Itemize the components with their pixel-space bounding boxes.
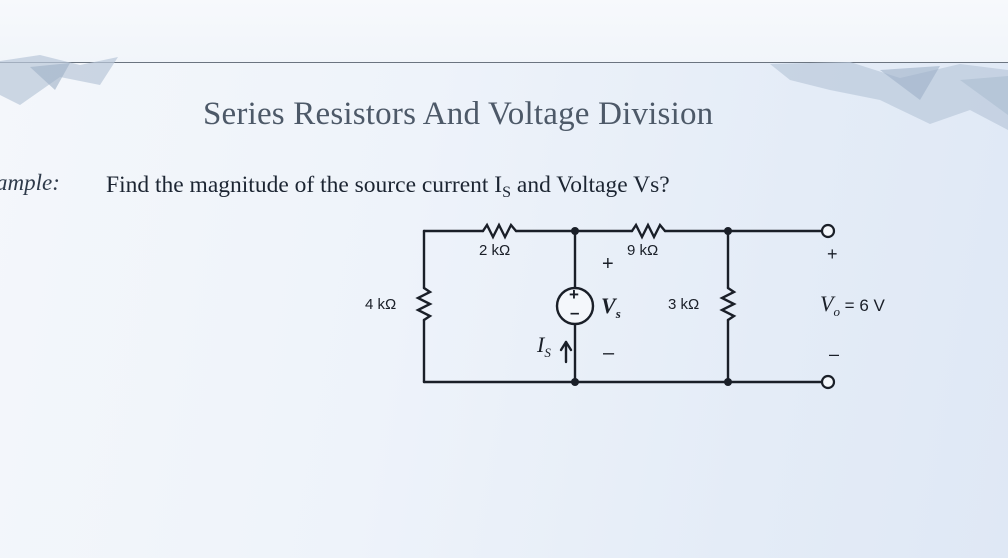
voltage-source-circle (555, 286, 595, 326)
page-title: Series Resistors And Voltage Division (203, 96, 714, 132)
label-4k: 4 kΩ (365, 296, 397, 313)
vo-value: = 6 V (839, 296, 885, 315)
example-label: ample: (0, 170, 60, 195)
is-label: IS (537, 332, 551, 361)
current-arrow-head-left (559, 340, 568, 352)
vo-symbol: V (820, 291, 834, 316)
label-3k: 3 kΩ (668, 296, 700, 313)
junction-dot-top-3k (724, 227, 732, 235)
top-band (0, 0, 1008, 62)
label-9k: 9 kΩ (627, 242, 659, 259)
vo-subscript: o (833, 304, 840, 319)
vs-label: Vs (601, 293, 621, 322)
source-plus-sign: + (569, 285, 579, 304)
source-minus-sign: – (570, 303, 580, 322)
vs-symbol: V (601, 293, 616, 318)
is-subscript: S (544, 345, 551, 360)
resistor-3k (719, 286, 737, 322)
current-arrow-head-right (564, 340, 573, 352)
resistor-2k (481, 222, 518, 240)
vs-subscript: s (615, 306, 621, 321)
junction-dot-bottom-source (571, 378, 579, 386)
resistor-9k (630, 222, 667, 240)
junction-dot-top-source (571, 227, 579, 235)
question-pre: Find the magnitude of the source current… (106, 172, 503, 198)
output-terminal-top (820, 223, 836, 239)
vo-plus-sign: + (827, 244, 838, 264)
question-subscript: S (502, 184, 512, 201)
label-2k: 2 kΩ (479, 242, 511, 259)
vo-label: Vo = 6 V (820, 291, 885, 320)
output-terminal-bottom (820, 374, 836, 390)
vs-minus-sign: – (603, 342, 615, 364)
header-rule (0, 62, 1008, 63)
question-post: and Voltage Vs? (511, 172, 670, 198)
resistor-4k (415, 286, 433, 322)
is-symbol: I (537, 332, 545, 357)
question-text: Find the magnitude of the source current… (106, 172, 670, 202)
decor-left-shape (0, 55, 118, 105)
vo-minus-sign: – (829, 344, 840, 364)
junction-dot-bottom-3k (724, 378, 732, 386)
decor-right-shape (770, 62, 1008, 130)
vs-plus-sign: + (602, 253, 614, 275)
